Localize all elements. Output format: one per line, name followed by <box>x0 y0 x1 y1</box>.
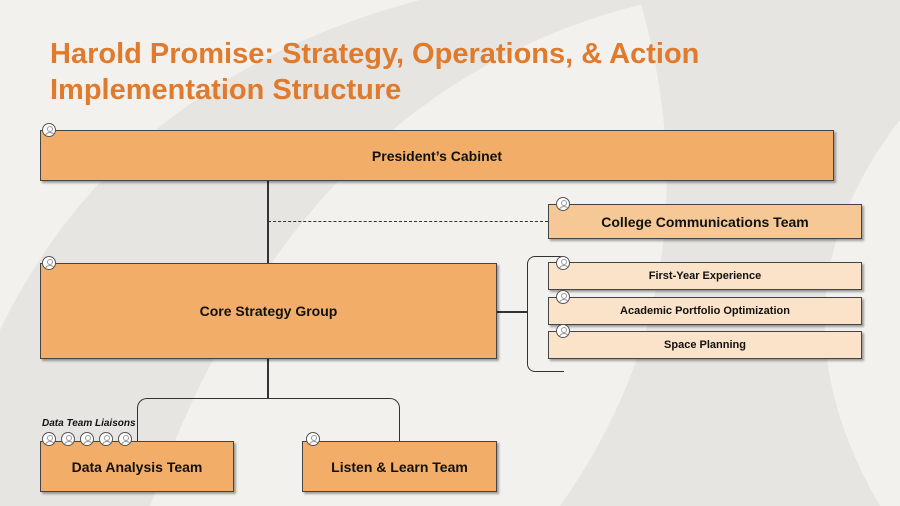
person-icon <box>42 256 56 270</box>
college-communications-box[interactable]: College Communications Team <box>548 204 862 239</box>
person-icon <box>61 432 75 446</box>
page-title: Harold Promise: Strategy, Operations, & … <box>50 38 700 106</box>
box-label: Listen & Learn Team <box>331 458 468 475</box>
data-analysis-box[interactable]: Data Analysis Team <box>40 441 234 492</box>
person-icon <box>306 432 320 446</box>
presidents-cabinet-box[interactable]: President’s Cabinet <box>40 130 834 181</box>
box-label: Space Planning <box>664 339 746 351</box>
person-icon <box>556 290 570 304</box>
person-icon <box>42 432 56 446</box>
person-icon <box>118 432 132 446</box>
box-label: First-Year Experience <box>648 270 762 282</box>
core-strategy-box[interactable]: Core Strategy Group <box>40 263 497 359</box>
box-label: College Communications Team <box>601 213 809 230</box>
bracket <box>527 256 564 372</box>
connector-line <box>267 180 269 263</box>
dashed-connector <box>268 221 548 222</box>
person-icon <box>42 123 56 137</box>
academic-portfolio-box[interactable]: Academic Portfolio Optimization <box>548 297 862 325</box>
person-icon <box>556 324 570 338</box>
box-label: President’s Cabinet <box>371 147 503 164</box>
person-icon <box>80 432 94 446</box>
first-year-box[interactable]: First-Year Experience <box>548 262 862 290</box>
space-planning-box[interactable]: Space Planning <box>548 331 862 359</box>
box-label: Academic Portfolio Optimization <box>620 305 790 317</box>
connector-line <box>496 311 527 313</box>
box-label: Data Analysis Team <box>71 458 203 475</box>
liaisons-label: Data Team Liaisons <box>42 418 136 429</box>
person-icon <box>99 432 113 446</box>
listen-learn-box[interactable]: Listen & Learn Team <box>302 441 497 492</box>
person-icon <box>556 256 570 270</box>
connector-line <box>267 358 269 398</box>
branch-connector <box>137 398 400 442</box>
box-label: Core Strategy Group <box>199 303 338 319</box>
person-icon <box>556 197 570 211</box>
